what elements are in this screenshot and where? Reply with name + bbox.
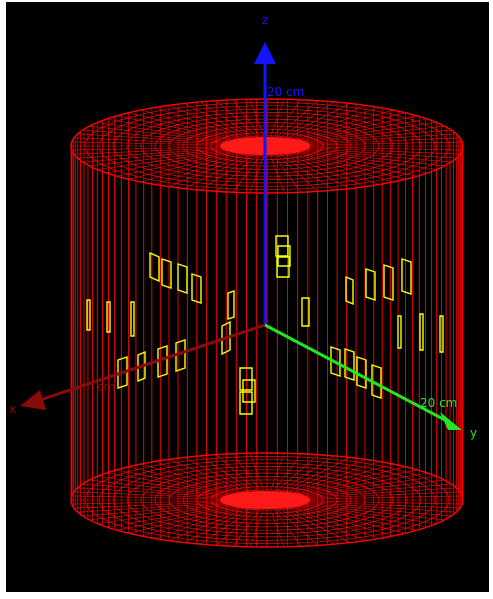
detector-module — [227, 290, 235, 320]
bottom-cap-center-spot — [220, 491, 310, 509]
detector-module — [191, 273, 202, 304]
detector-module — [275, 235, 289, 257]
detector-module — [397, 315, 402, 349]
detector-module — [330, 346, 341, 377]
detector-module — [242, 379, 256, 403]
detector-module — [439, 315, 444, 353]
detector-module — [401, 258, 412, 295]
detector-module — [276, 256, 290, 278]
detector-module — [356, 356, 367, 389]
detector-module — [161, 258, 172, 289]
cylinder-wireframe — [70, 98, 464, 548]
z-axis: z 20 cm — [254, 13, 304, 325]
x-axis-arrowhead — [20, 390, 46, 410]
x-axis-scale-label: cm — [97, 380, 115, 394]
y-axis-scale-label: 20 cm — [420, 396, 457, 410]
detector-module — [117, 356, 128, 389]
detector-module — [221, 320, 231, 356]
detector-module — [86, 299, 91, 331]
detector-module — [177, 263, 188, 294]
detector-module — [301, 297, 310, 327]
detector-module — [149, 251, 160, 283]
detector-module — [175, 339, 186, 372]
detector-modules — [86, 235, 444, 415]
detector-module — [239, 391, 253, 415]
detector-module — [383, 264, 394, 301]
detector-module — [371, 364, 382, 399]
detector-module — [345, 275, 354, 306]
detector-module — [157, 345, 168, 378]
detector-module — [137, 350, 146, 383]
x-axis-line — [39, 323, 266, 402]
detector-module — [106, 301, 111, 333]
y-axis-line — [264, 323, 446, 422]
detector-module — [365, 268, 376, 301]
detector-module — [277, 245, 291, 267]
x-axis-label: x — [9, 402, 16, 416]
y-axis-arrowhead — [440, 412, 462, 430]
y-axis-label: y — [470, 426, 477, 440]
z-axis-arrowhead — [254, 42, 276, 64]
detector-module — [239, 367, 253, 391]
x-axis: x cm — [9, 323, 266, 416]
cylinder-top-cap — [70, 98, 464, 194]
z-axis-scale-label: 20 cm — [267, 85, 304, 99]
detector-module — [130, 301, 135, 337]
y-axis: y 20 cm — [264, 323, 477, 440]
detector-module — [419, 313, 424, 351]
z-axis-label: z — [262, 13, 268, 27]
